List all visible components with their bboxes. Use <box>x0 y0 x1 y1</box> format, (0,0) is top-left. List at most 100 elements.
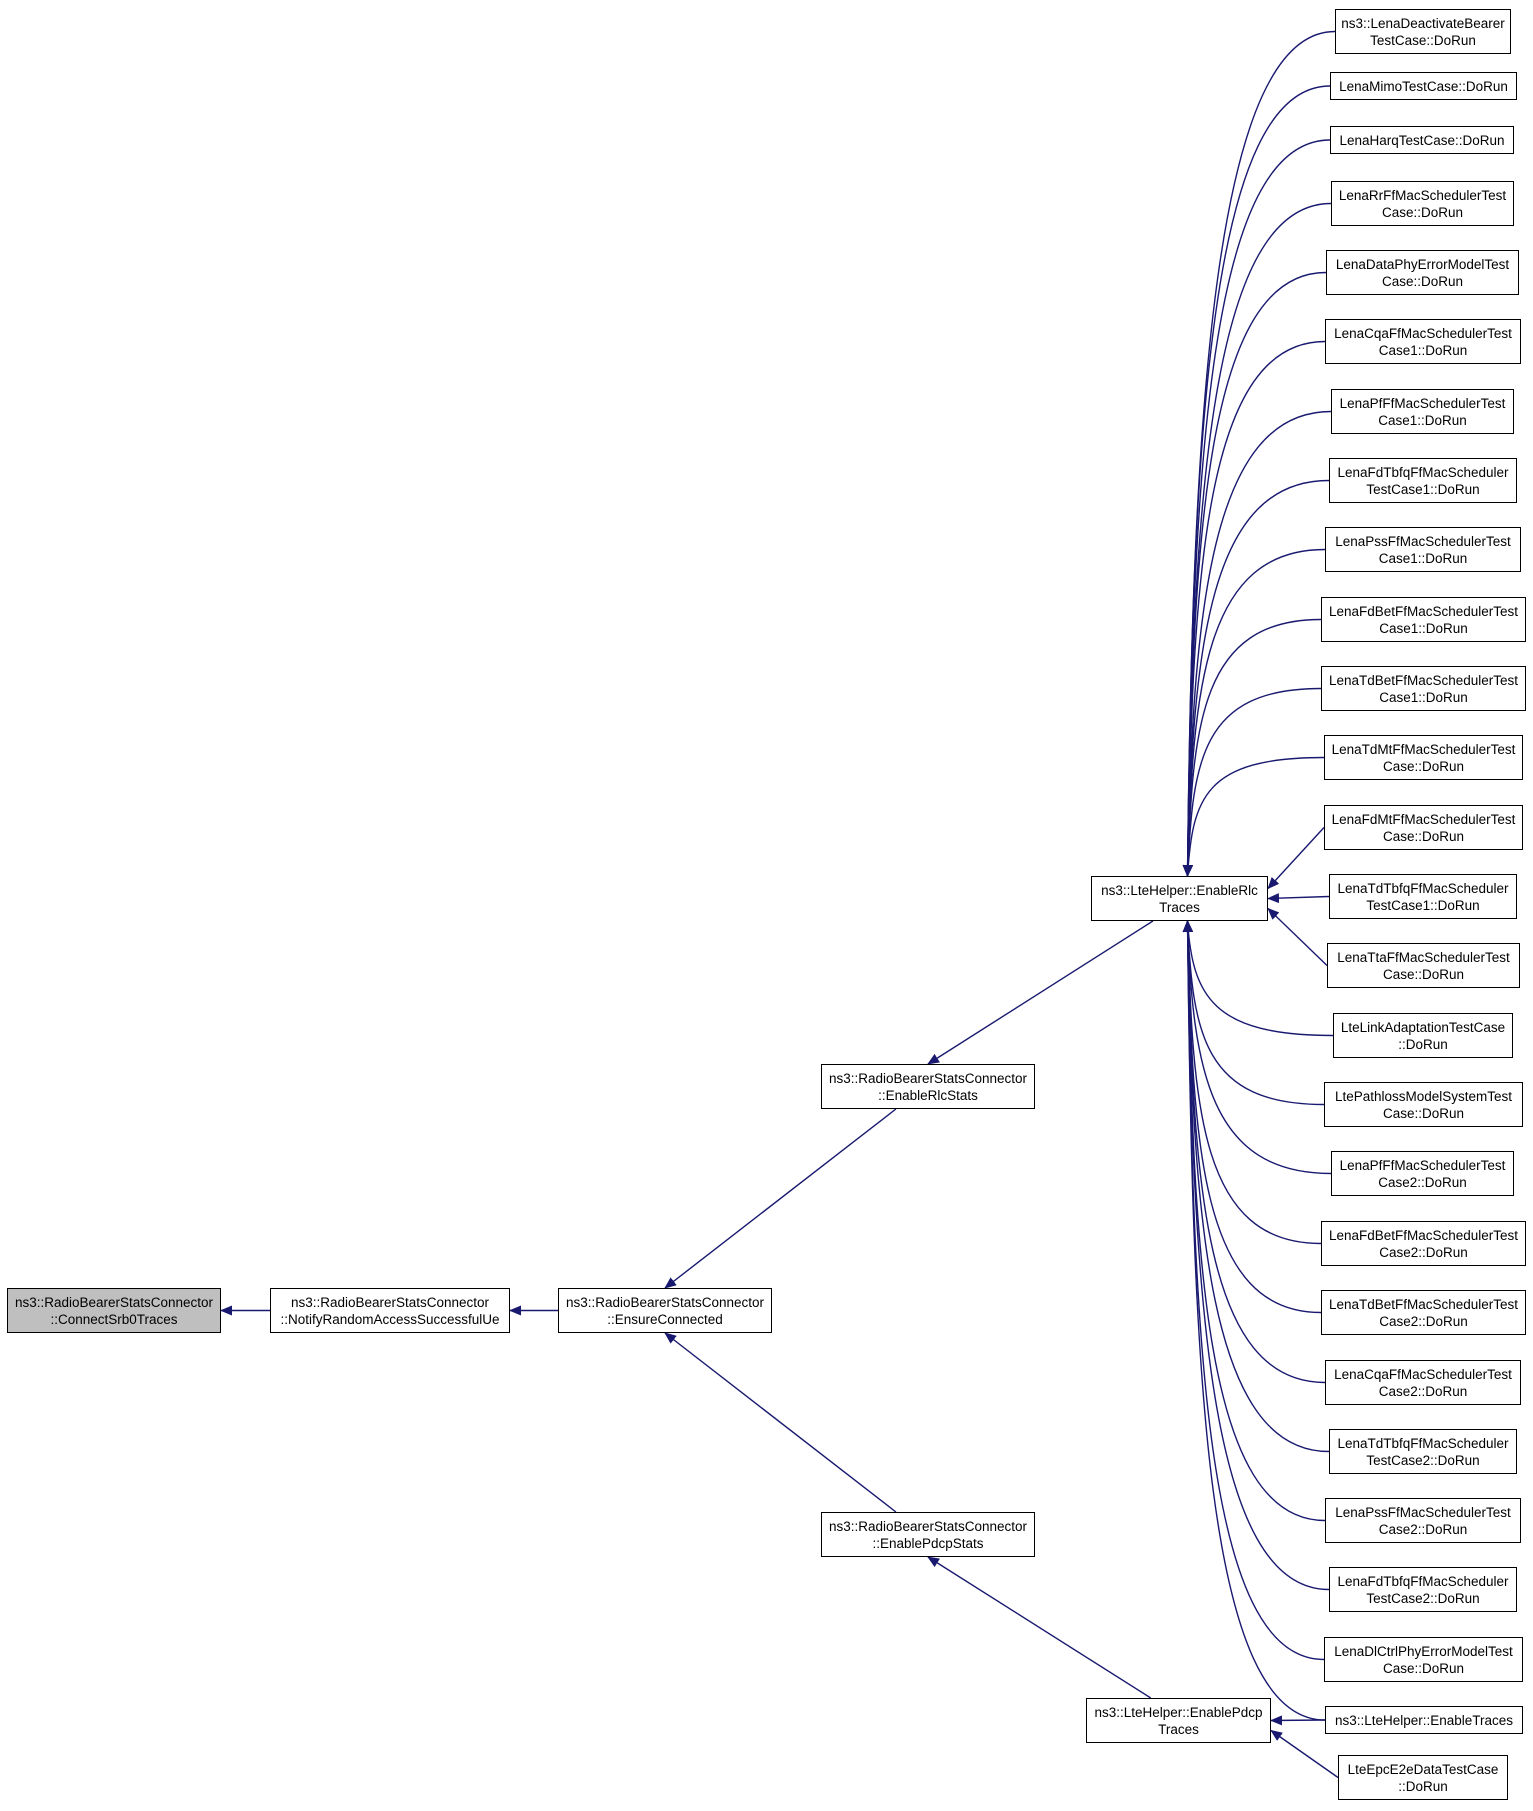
node-label-line: ns3::RadioBearerStatsConnector <box>828 1070 1028 1086</box>
edge-t-pf2-to-enable-rlc-traces <box>1182 920 1332 1175</box>
node-label-line: LteLinkAdaptationTestCase <box>1340 1019 1506 1035</box>
node-label-line: LenaTdMtFfMacSchedulerTest <box>1331 741 1516 757</box>
node-label-line: TestCase2::DoRun <box>1366 1590 1480 1606</box>
node-label-line: Case2::DoRun <box>1378 1521 1468 1537</box>
node-label-line: ::EnablePdcpStats <box>872 1535 984 1551</box>
edge-t-fdmt-to-enable-rlc-traces <box>1267 827 1325 890</box>
node-label-line: LenaTdBetFfMacSchedulerTest <box>1328 1296 1519 1312</box>
node-label-line: LenaFdMtFfMacSchedulerTest <box>1331 811 1516 827</box>
edge-t-epce2e-to-enable-pdcp-traces <box>1270 1729 1339 1779</box>
edge-t-tdbet1-to-enable-rlc-traces <box>1182 687 1322 877</box>
edge-t-fdtbfq2-to-enable-rlc-traces <box>1182 920 1330 1591</box>
node-enable-traces[interactable]: ns3::LteHelper::EnableTraces <box>1325 1706 1523 1734</box>
edge-t-dlctrl-to-enable-rlc-traces <box>1182 920 1325 1661</box>
node-label-line: Case::DoRun <box>1381 273 1464 289</box>
node-label-line: LenaTdTbfqFfMacScheduler <box>1337 880 1509 896</box>
edge-t-fdbet1-to-enable-rlc-traces <box>1182 618 1322 877</box>
node-label-line: Case1::DoRun <box>1379 689 1468 705</box>
edge-t-pss1-to-enable-rlc-traces <box>1182 548 1326 877</box>
node-label-line: ns3::LteHelper::EnableTraces <box>1334 1712 1514 1728</box>
node-label-line: TestCase1::DoRun <box>1366 481 1480 497</box>
edge-t-tta-to-enable-rlc-traces <box>1267 907 1328 967</box>
edge-t-tdtbfq1-to-enable-rlc-traces <box>1267 893 1330 904</box>
node-label-line: Case2::DoRun <box>1379 1313 1468 1329</box>
node-label-line: Case::DoRun <box>1382 1105 1465 1121</box>
node-t-harq[interactable]: LenaHarqTestCase::DoRun <box>1330 126 1514 154</box>
node-label-line: LenaFdTbfqFfMacScheduler <box>1337 464 1509 480</box>
edge-t-linkadapt-to-enable-rlc-traces <box>1183 920 1334 1037</box>
node-label-line: LenaPssFfMacSchedulerTest <box>1335 533 1511 549</box>
node-label-line: LtePathlossModelSystemTest <box>1334 1088 1513 1104</box>
node-label-line: LenaFdBetFfMacSchedulerTest <box>1328 1227 1519 1243</box>
node-label-line: LteEpcE2eDataTestCase <box>1347 1761 1499 1777</box>
edge-t-cqa1-to-enable-rlc-traces <box>1182 340 1326 877</box>
edge-enable-pdcp-traces-to-enable-pdcp-stats <box>927 1556 1152 1699</box>
node-label-line: ns3::LteHelper::EnableRlc <box>1101 882 1258 898</box>
node-t-epce2e[interactable]: LteEpcE2eDataTestCase::DoRun <box>1338 1755 1508 1800</box>
node-label-line: LenaDataPhyErrorModelTest <box>1335 256 1510 272</box>
edge-t-fdtbfq1-to-enable-rlc-traces <box>1182 479 1330 877</box>
node-label-line: LenaDlCtrlPhyErrorModelTest <box>1334 1643 1513 1659</box>
node-label-line: Case1::DoRun <box>1379 620 1468 636</box>
node-label-line: Case1::DoRun <box>1378 412 1467 428</box>
node-label-line: ::ConnectSrb0Traces <box>50 1311 178 1327</box>
edge-enable-rlc-stats-to-ensure-connected <box>664 1108 897 1289</box>
node-label-line: LenaTdTbfqFfMacScheduler <box>1337 1435 1509 1451</box>
node-label-line: LenaPfFfMacSchedulerTest <box>1339 1157 1506 1173</box>
node-label-line: LenaMimoTestCase::DoRun <box>1339 78 1508 94</box>
edge-t-pathloss-to-enable-rlc-traces <box>1182 920 1325 1106</box>
edge-enable-rlc-traces-to-enable-rlc-stats <box>927 920 1154 1065</box>
node-ensure-connected[interactable]: ns3::RadioBearerStatsConnector::EnsureCo… <box>558 1288 772 1333</box>
node-label-line: LenaTdBetFfMacSchedulerTest <box>1328 672 1519 688</box>
edge-t-rr-to-enable-rlc-traces <box>1182 202 1332 877</box>
edge-enable-pdcp-stats-to-ensure-connected <box>664 1332 897 1513</box>
node-label-line: LenaTtaFfMacSchedulerTest <box>1337 949 1510 965</box>
node-label-line: ns3::RadioBearerStatsConnector <box>14 1294 214 1310</box>
node-enable-pdcp-stats[interactable]: ns3::RadioBearerStatsConnector::EnablePd… <box>821 1512 1035 1557</box>
node-notify-ra[interactable]: ns3::RadioBearerStatsConnector::NotifyRa… <box>270 1288 510 1333</box>
node-label-line: Case::DoRun <box>1382 1660 1465 1676</box>
edge-enable-traces-to-enable-pdcp-traces <box>1270 1715 1326 1726</box>
edge-t-pf1-to-enable-rlc-traces <box>1182 410 1332 877</box>
node-label-line: LenaPssFfMacSchedulerTest <box>1335 1504 1511 1520</box>
node-t-linkadapt[interactable]: LteLinkAdaptationTestCase::DoRun <box>1333 1013 1513 1058</box>
node-label-line: TestCase1::DoRun <box>1366 897 1480 913</box>
node-enable-rlc-stats[interactable]: ns3::RadioBearerStatsConnector::EnableRl… <box>821 1064 1035 1109</box>
node-label-line: Case::DoRun <box>1382 828 1465 844</box>
node-label-line: Traces <box>1159 899 1200 915</box>
node-connect-srb0: ns3::RadioBearerStatsConnector::ConnectS… <box>7 1288 221 1333</box>
node-label-line: LenaCqaFfMacSchedulerTest <box>1334 325 1512 341</box>
node-label-line: TestCase::DoRun <box>1370 32 1476 48</box>
node-label-line: Traces <box>1158 1721 1199 1737</box>
edge-t-deactivate-to-enable-rlc-traces <box>1182 30 1336 877</box>
node-label-line: Case2::DoRun <box>1379 1244 1468 1260</box>
node-label-line: Case1::DoRun <box>1378 342 1468 358</box>
node-t-mimo[interactable]: LenaMimoTestCase::DoRun <box>1330 72 1517 100</box>
